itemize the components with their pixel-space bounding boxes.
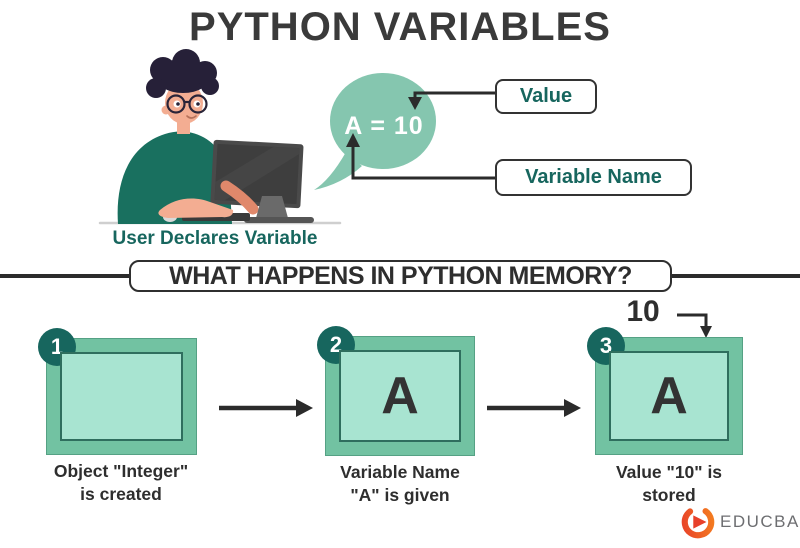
memory-box-step-2-content: A bbox=[339, 350, 461, 442]
educba-logo-text: EDUCBA bbox=[720, 512, 800, 531]
educba-logo: EDUCBA bbox=[681, 505, 800, 539]
flow-arrow-2 bbox=[487, 399, 581, 417]
memory-box-step-3-content: A bbox=[609, 351, 729, 441]
monitor-icon bbox=[210, 139, 304, 209]
value-callout: Value bbox=[495, 79, 597, 114]
step-1-caption-line2: is created bbox=[80, 483, 162, 504]
step-3-caption-line2: stored bbox=[642, 484, 696, 505]
step-2-caption: Variable Name "A" is given bbox=[285, 461, 515, 507]
memory-box-step-3: 3 A bbox=[587, 327, 743, 455]
value-callout-label: Value bbox=[519, 85, 573, 107]
variable-name-callout-label: Variable Name bbox=[525, 166, 662, 188]
memory-box-step-2: 2 A bbox=[317, 326, 475, 456]
memory-box-step-1-content bbox=[60, 352, 183, 441]
memory-section-banner: WHAT HAPPENS IN PYTHON MEMORY? bbox=[129, 260, 672, 292]
value-arrow bbox=[408, 91, 495, 110]
variable-name-callout: Variable Name bbox=[495, 159, 692, 196]
educba-logo-icon bbox=[681, 505, 715, 539]
step-3-caption: Value "10" is stored bbox=[554, 461, 784, 507]
glasses-icon bbox=[166, 94, 208, 114]
step-2-caption-line1: Variable Name bbox=[340, 462, 460, 482]
hair bbox=[146, 49, 219, 98]
step-3-value-annotation: 10 bbox=[626, 295, 660, 328]
page-title: PYTHON VARIABLES bbox=[189, 5, 611, 49]
step-3-caption-line1: Value "10" is bbox=[615, 462, 723, 482]
keyboard-icon bbox=[182, 213, 250, 221]
step-1-caption-line1: Object "Integer" bbox=[53, 461, 189, 481]
illustration-caption: User Declares Variable bbox=[112, 228, 318, 249]
mouse-icon bbox=[163, 212, 177, 222]
bubble-declaration-text: A = 10 bbox=[344, 112, 424, 140]
memory-box-step-1: 1 bbox=[38, 328, 197, 455]
user-illustration bbox=[117, 49, 314, 224]
memory-section-banner-label: WHAT HAPPENS IN PYTHON MEMORY? bbox=[169, 261, 632, 290]
flow-arrow-1 bbox=[219, 399, 313, 417]
step-2-caption-line2: "A" is given bbox=[350, 484, 450, 505]
ten-arrow bbox=[677, 313, 712, 338]
step-1-caption: Object "Integer" is created bbox=[6, 460, 236, 506]
